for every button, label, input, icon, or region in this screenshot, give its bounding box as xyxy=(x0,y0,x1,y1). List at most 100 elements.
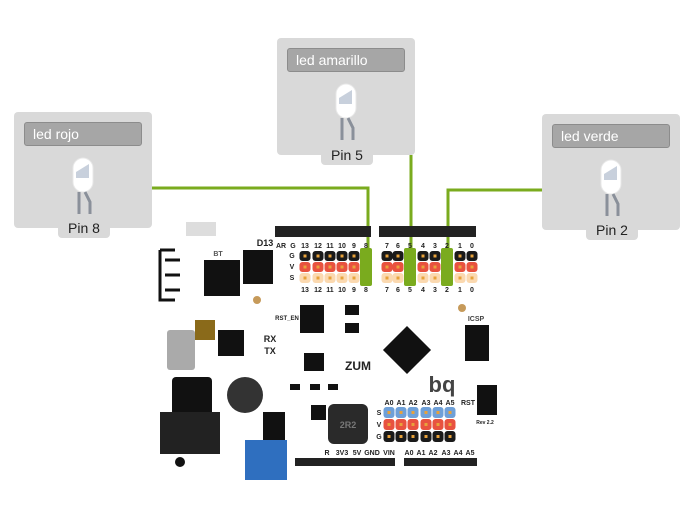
pin-hole xyxy=(303,254,307,258)
row-label: V xyxy=(290,264,295,271)
pin-label-top: 6 xyxy=(396,243,400,250)
rx-label: RX xyxy=(264,334,277,344)
component-name[interactable]: led rojo xyxy=(24,122,142,146)
analog-label: A5 xyxy=(446,400,455,407)
icsp-header xyxy=(465,325,489,361)
chip xyxy=(311,405,326,420)
pin-hole xyxy=(352,276,356,280)
pin-hole xyxy=(436,423,440,426)
pin-hole xyxy=(316,254,320,258)
pin-hole xyxy=(316,276,320,280)
wire-connector xyxy=(360,248,372,286)
pin-label-bottom: 0 xyxy=(470,287,474,294)
power-label: R xyxy=(324,450,329,457)
pin-hole xyxy=(352,254,356,258)
led-icon xyxy=(335,83,357,140)
pin-label-top: 11 xyxy=(326,243,334,250)
pin-hole xyxy=(433,265,437,269)
rst-label: RST xyxy=(461,400,476,407)
analog-label: A4 xyxy=(434,400,443,407)
crystal xyxy=(195,320,215,340)
pin-label-top: 7 xyxy=(385,243,389,250)
usb-port xyxy=(167,330,195,370)
pin-hole xyxy=(328,254,332,258)
digital-header-right xyxy=(379,226,476,237)
pin-hole xyxy=(436,411,440,414)
pin-hole xyxy=(424,423,428,426)
icsp-label: ICSP xyxy=(468,316,485,323)
pin-label-top: 3 xyxy=(433,243,437,250)
pin-hole xyxy=(340,254,344,258)
component-name[interactable]: led verde xyxy=(552,124,670,148)
pin-label-top: 2 xyxy=(445,243,449,250)
power-label: GND xyxy=(364,450,380,457)
pin-label-bottom: 3 xyxy=(433,287,437,294)
rev-label: Rev 2.2 xyxy=(476,420,494,426)
analog-label: A3 xyxy=(422,400,431,407)
analog-bottom-label: A5 xyxy=(466,450,475,457)
wire-led-rojo xyxy=(152,186,370,262)
pin-hole xyxy=(424,435,428,438)
component-led-verde[interactable]: led verde Pin 2 xyxy=(542,114,680,240)
pin-hole xyxy=(433,254,437,258)
pin-hole xyxy=(470,265,474,269)
component-led-amarillo[interactable]: led amarillo Pin 5 xyxy=(277,38,415,165)
pin-label-top: 12 xyxy=(314,243,322,250)
microcontroller xyxy=(382,325,432,375)
pin-hole xyxy=(448,411,452,414)
board-name: ZUM xyxy=(345,359,371,373)
pin-label-bottom: 10 xyxy=(338,287,346,294)
pin-hole xyxy=(385,254,389,258)
capacitor xyxy=(227,377,263,413)
pin-label-bottom: 8 xyxy=(364,287,368,294)
analog-label: A2 xyxy=(409,400,418,407)
pin-label-bottom: 11 xyxy=(326,287,334,294)
tx-label: TX xyxy=(264,346,276,356)
pin-label-ar: AR xyxy=(276,243,286,250)
pin-hole xyxy=(458,254,462,258)
pin-label-bottom: 2 xyxy=(445,287,449,294)
analog-bottom-label: A3 xyxy=(442,450,451,457)
pin-hole xyxy=(421,254,425,258)
dip-switch xyxy=(186,222,216,236)
pin-hole xyxy=(433,276,437,280)
row-label: S xyxy=(290,275,295,282)
pin-hole xyxy=(340,276,344,280)
brand-logo: bq xyxy=(429,372,456,397)
power-label: VIN xyxy=(383,450,395,457)
component-name[interactable]: led amarillo xyxy=(287,48,405,72)
pin-hole xyxy=(399,411,403,414)
transistor xyxy=(290,384,300,390)
pin-label-bottom: 7 xyxy=(385,287,389,294)
mounting-hole xyxy=(175,457,185,467)
wires xyxy=(152,155,542,262)
pin-label-top: 1 xyxy=(458,243,462,250)
pin-hole xyxy=(385,276,389,280)
analog-bottom-label: A2 xyxy=(429,450,438,457)
transistor xyxy=(345,323,359,333)
pin-label: Pin 8 xyxy=(58,218,110,238)
pin-hole xyxy=(436,435,440,438)
chip xyxy=(263,412,285,440)
d13-label: D13 xyxy=(257,238,274,248)
power-jack xyxy=(160,412,220,454)
analog-label: A1 xyxy=(397,400,406,407)
antenna xyxy=(158,248,180,302)
switch xyxy=(245,440,287,480)
pin-label-top: 5 xyxy=(408,243,412,250)
pin-hole xyxy=(448,423,452,426)
mounting-hole xyxy=(458,304,466,312)
analog-header xyxy=(404,458,477,466)
pin-hole xyxy=(399,435,403,438)
pin-hole xyxy=(352,265,356,269)
wire-led-verde xyxy=(446,188,542,262)
pin-hole xyxy=(470,276,474,280)
transistor xyxy=(328,384,338,390)
chip xyxy=(304,353,324,371)
component-led-rojo[interactable]: led rojo Pin 8 xyxy=(14,112,152,238)
analog-row-label: S xyxy=(377,410,382,417)
inductor-label: 2R2 xyxy=(340,420,357,430)
pin-label-g: G xyxy=(290,243,296,250)
analog-row-label: G xyxy=(376,434,382,441)
pin-hole xyxy=(387,411,391,414)
